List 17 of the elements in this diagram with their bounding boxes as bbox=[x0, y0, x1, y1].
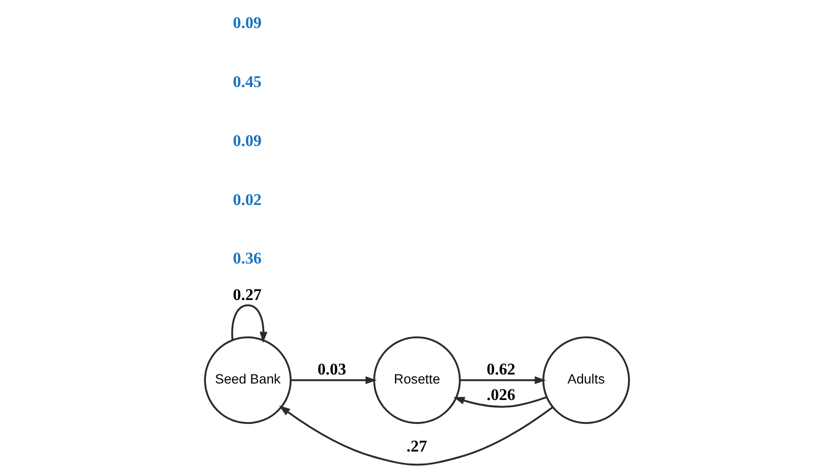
label: 0.09 bbox=[232, 13, 262, 32]
arrow bbox=[290, 376, 377, 384]
edge-label: .27 bbox=[406, 436, 428, 456]
arrow bbox=[279, 406, 554, 466]
edge-label: 0.27 bbox=[232, 284, 262, 304]
edge-label: 0.03 bbox=[318, 360, 346, 379]
arrow bbox=[231, 304, 268, 343]
node-circle: Adults bbox=[542, 336, 630, 424]
label: 0.36 bbox=[232, 248, 262, 268]
label: 0.45 bbox=[232, 72, 262, 92]
label: 0.02 bbox=[232, 190, 262, 209]
arrow bbox=[460, 376, 546, 384]
node-circle: Rosette bbox=[373, 336, 461, 424]
arrow bbox=[453, 396, 548, 408]
label: 0.09 bbox=[232, 130, 262, 150]
edge-label: .026 bbox=[486, 385, 516, 404]
edge-label: 0.62 bbox=[486, 360, 516, 379]
